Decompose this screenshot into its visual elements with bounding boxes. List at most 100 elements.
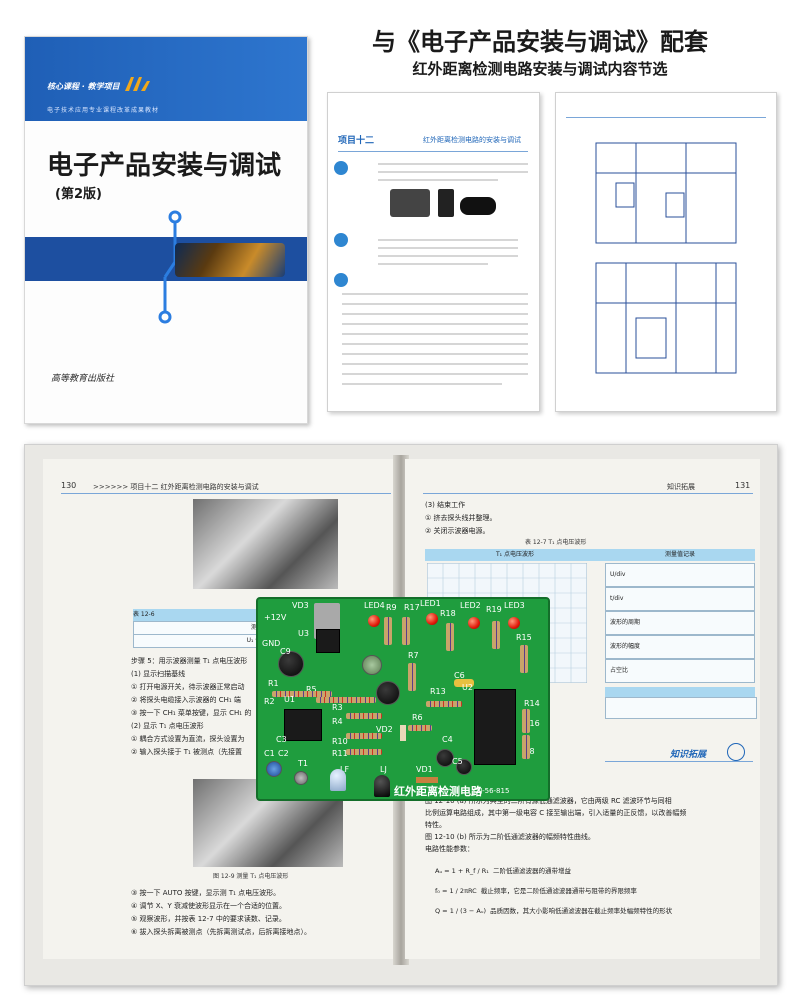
pcb-label: C6 [454, 671, 465, 680]
eval-table-row [605, 697, 757, 719]
pcb-label: U1 [284, 695, 295, 704]
cover-badge: 核心课程 · 教学项目 [47, 82, 120, 91]
right-body-line: 特性。 [425, 821, 446, 829]
publisher-logo-icon [125, 77, 150, 91]
right-body-line: 图 12-10 (a) 所示为典型的二阶有源低通滤波器，它由两级 RC 滤波环节… [425, 797, 672, 805]
pcb-label: GND [262, 639, 281, 648]
diode [416, 777, 438, 783]
resistor [492, 621, 500, 649]
left-figure-caption: 图 12-9 测量 T₁ 点电压波形 [213, 873, 289, 880]
right-step: ② 关闭示波器电源。 [425, 527, 490, 535]
pcb-label: LJ [380, 765, 387, 774]
resistor [346, 713, 382, 719]
circuit-trace-icon [158, 210, 182, 324]
right-page-header: 知识拓展 [667, 483, 695, 491]
cover-publisher: 高等教育出版社 [51, 374, 115, 384]
pencil-icon [727, 743, 745, 761]
pcb-label: U3 [298, 629, 309, 638]
led-indicator [468, 617, 480, 629]
preview-title: 红外距离检测电路的安装与调试 [423, 136, 521, 144]
right-body-line: 电路性能参数： [425, 845, 474, 853]
left-page-header: >>>>>> 项目十二 红外距离检测电路的安装与调试 [93, 483, 259, 491]
right-table-title: 表 12-7 T₁ 点电压波形 [525, 539, 587, 546]
pcb-label: R13 [430, 687, 446, 696]
diode [400, 725, 406, 741]
pcb-label: C4 [442, 735, 453, 744]
resistor [408, 725, 432, 731]
pcb-label: C3 [276, 735, 287, 744]
ic-u1 [284, 709, 322, 741]
resistor [426, 701, 462, 707]
preview-page-2 [555, 92, 777, 412]
formula: f₀ = 1 / 2πRC 截止频率，它是二阶低通滤波器通带与阻带的界限频率 [435, 881, 755, 901]
pcb-title: 红外距离检测电路 [394, 785, 482, 798]
left-step: ② 将探头电缆接入示波器的 CH₁ 端 [131, 696, 241, 704]
pcb-label: R4 [332, 717, 343, 726]
pcb-label: C5 [452, 757, 463, 766]
left-step: ① 打开电源开关，待示波器正常启动 [131, 683, 245, 691]
right-table-row: 波形的周期 [605, 611, 755, 635]
section-icon [334, 233, 348, 247]
section-icon [334, 161, 348, 175]
pcb-label: R6 [412, 713, 423, 722]
resistor [316, 697, 376, 703]
right-steps: (3) 结束工作 ① 挤去探头线并整理。 ② 关闭示波器电源。 [425, 499, 497, 538]
left-steps: 步骤 5：用示波器测量 T₁ 点电压波形 (1) 显示扫描基线 ① 打开电源开关… [131, 655, 271, 759]
book-cover: 核心课程 · 教学项目 电子技术应用专业课程改革成果教材 电子产品安装与调试 (… [24, 36, 308, 424]
pcb-photo [193, 499, 338, 589]
pcb-label: R17 [404, 603, 420, 612]
pcb-label: R16 [524, 719, 540, 728]
pcb-model: TJ-56-815 [476, 787, 510, 795]
resistor [446, 623, 454, 651]
left-step: 步骤 5：用示波器测量 T₁ 点电压波形 [131, 657, 248, 665]
right-step: ① 挤去探头线并整理。 [425, 514, 497, 522]
electrolytic-capacitor [278, 651, 304, 677]
left-step: (1) 显示扫描基线 [131, 670, 186, 678]
schematic-diagram [595, 142, 737, 374]
left-step: ① 耦合方式设置为直流，探头设置为 [131, 735, 245, 743]
cover-top-band [25, 37, 307, 121]
subheadline: 红外距离检测电路安装与调试内容节选 [412, 60, 668, 78]
pcb-label: R14 [524, 699, 540, 708]
resistor [520, 645, 528, 673]
pcb-label: T1 [298, 759, 308, 768]
right-page-number: 131 [735, 481, 751, 490]
right-table-row: 占空比 [605, 659, 755, 683]
left-bottom-step: ⑤ 观察波形，并按表 12-7 中的要求读数、记录。 [131, 915, 286, 923]
left-step: ② 输入探头接于 T₁ 被测点（先接置 [131, 748, 243, 756]
preview-page-1: 项目十二 红外距离检测电路的安装与调试 [327, 92, 540, 412]
pcb-label: R9 [386, 603, 397, 612]
cover-series: 电子技术应用专业课程改革成果教材 [47, 107, 160, 114]
pcb-label: C9 [280, 647, 291, 656]
resistor [522, 735, 530, 759]
left-step: ③ 按一下 CH₁ 菜单按键，显示 CH₁ 的 [131, 709, 252, 717]
pcb-label: R5 [306, 685, 317, 694]
pcb-label: R3 [332, 703, 343, 712]
left-bottom-step: ⑥ 拔入探头拆离被测点（先拆离测试点，后拆离接地点）。 [131, 928, 311, 936]
trimmer-pot [362, 655, 382, 675]
right-body-line: 比例运算电路组成，其中第一级电容 C 接至输出端，引入适量的正反馈，以改善幅频 [425, 809, 687, 817]
scope-photo [460, 197, 496, 215]
pcb-label: R1 [268, 679, 279, 688]
left-step: (2) 显示 T₁ 点电压波形 [131, 722, 204, 730]
cover-title: 电子产品安装与调试 [47, 151, 282, 181]
resistor [384, 617, 392, 645]
resistor [272, 691, 332, 697]
formula-expr: Aᵤ = 1 + R_f / R₁ [435, 867, 489, 875]
resistor [408, 663, 416, 691]
electrolytic-capacitor [376, 681, 400, 705]
pcb-label: LED2 [460, 601, 481, 610]
cover-edition: (第2版) [55, 187, 102, 202]
pcb-board: VD3 +12V GND U3 LED4 LED1 LED2 LED3 R9 R… [256, 597, 550, 801]
ic-u2 [474, 689, 516, 765]
resistor [346, 733, 382, 739]
right-table-col2: 测量值记录 [605, 549, 755, 561]
right-table-header: T₁ 点电压波形 [425, 549, 605, 561]
pcb-label: R15 [516, 633, 532, 642]
pcb-label: LED3 [504, 601, 525, 610]
led-indicator [368, 615, 380, 627]
resistor [346, 749, 382, 755]
left-bottom-steps: ③ 按一下 AUTO 按键，显示测 T₁ 点电压波形。 ④ 调节 X、Y 衰减使… [131, 887, 391, 939]
formulas: Aᵤ = 1 + R_f / R₁ 二阶低通滤波器的通带增益 f₀ = 1 / … [435, 861, 755, 921]
section-icon [334, 273, 348, 287]
